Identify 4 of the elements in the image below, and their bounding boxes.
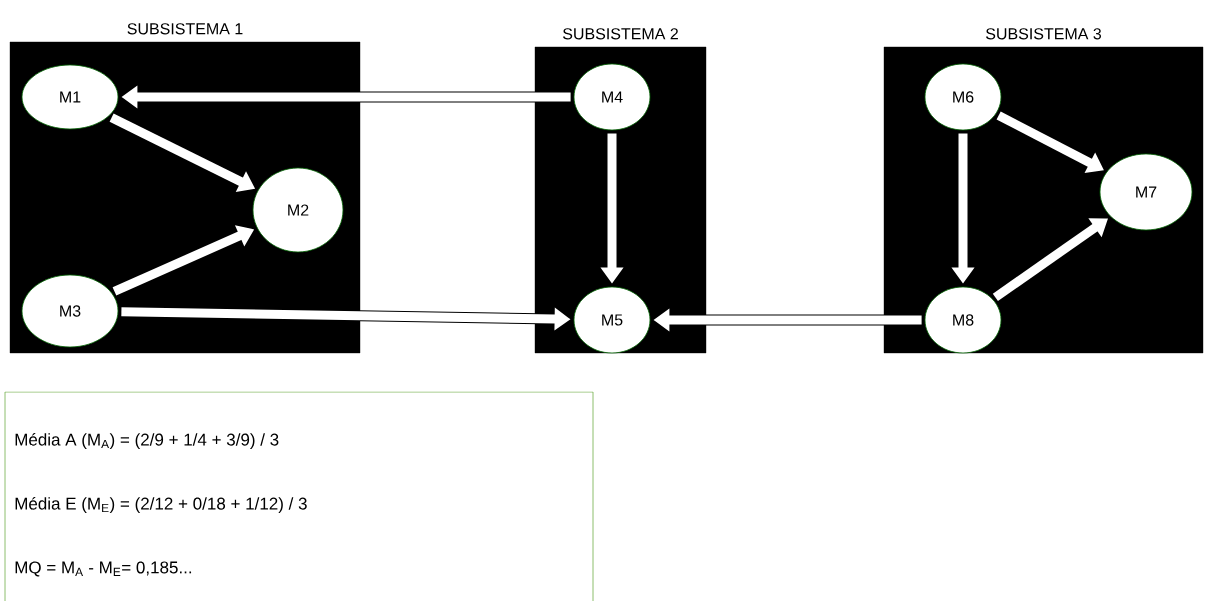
node-label: SUBSISTEMA 2	[562, 28, 678, 40]
node-label: SUBSISTEMA 3	[985, 28, 1102, 40]
node-label: SUBSISTEMA 1	[127, 23, 243, 35]
formula-box: Média A (M$_{A}$) = (2/9 + 1/4 + 3/9) / 3 Média E (M$_{E}$) = (2/12 + 0/18 + 1/12) / 3 MQ = M$_{A}$ - M$_{E}$= 0,185...	[4, 391, 594, 601]
